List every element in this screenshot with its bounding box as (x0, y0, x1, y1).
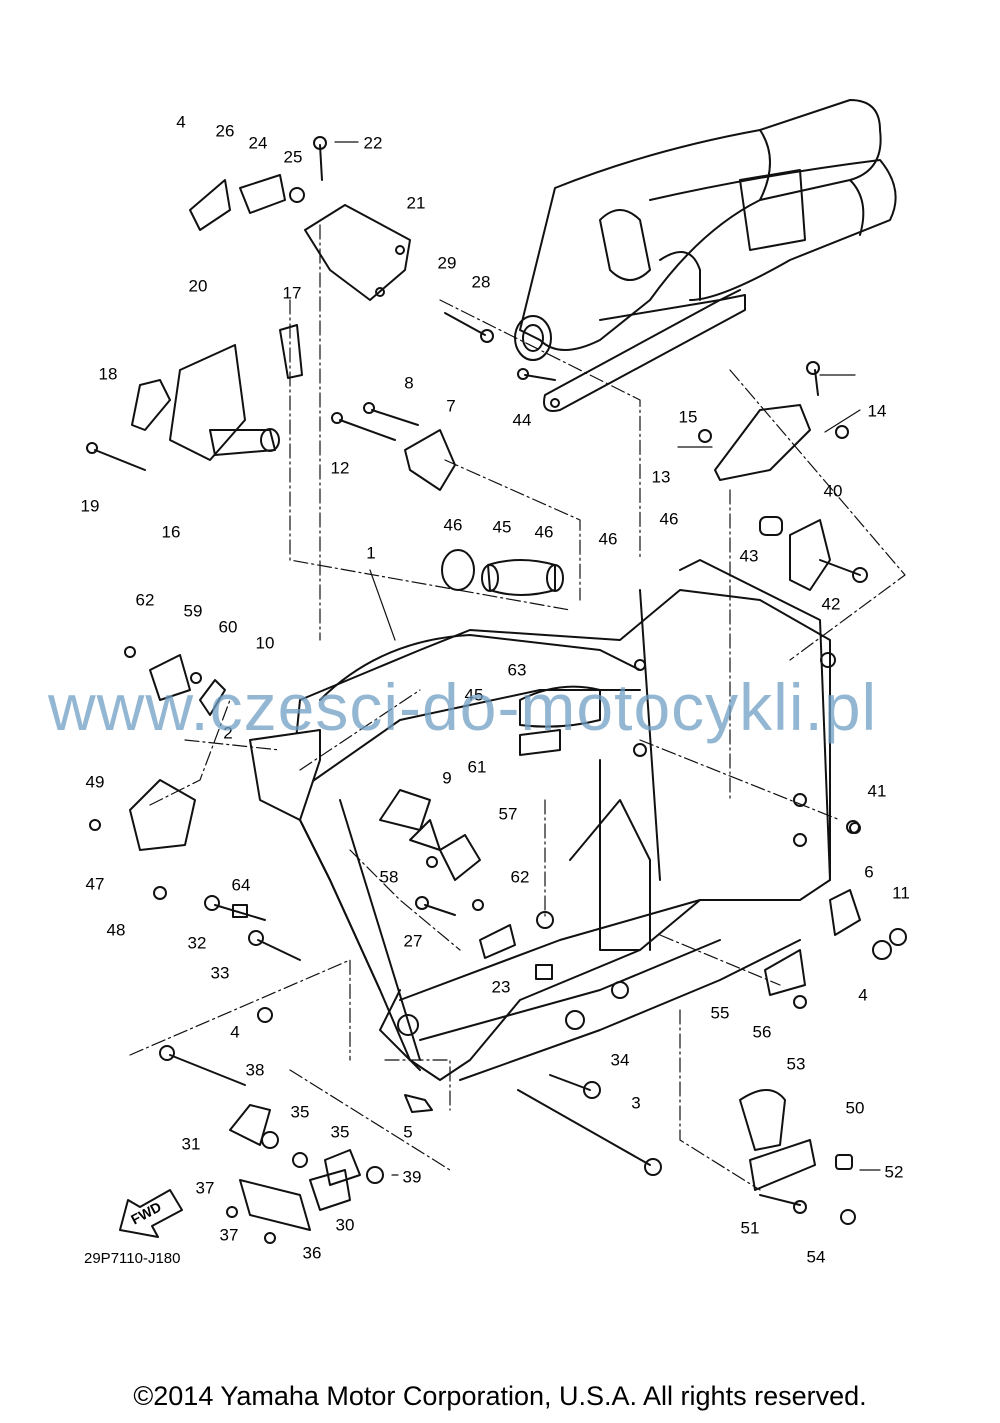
main-frame (249, 559, 836, 1081)
callout-label: 37 (219, 1225, 239, 1245)
callout-label: 11 (892, 883, 910, 903)
callout-label: 46 (443, 515, 463, 535)
callout-label: 58 (379, 867, 399, 887)
callout-label: 63 (507, 660, 527, 680)
callout-label: 28 (471, 272, 491, 292)
callout-label: 31 (181, 1134, 201, 1154)
callout-label: 36 (302, 1243, 322, 1263)
fwd-arrow (119, 1189, 183, 1238)
muffler-assembly (514, 99, 897, 412)
callout-label: 57 (498, 804, 518, 824)
callout-label: 44 (512, 410, 532, 430)
callout-label: 4 (858, 985, 868, 1005)
callout-label: 2 (223, 723, 233, 743)
callout-label: 60 (218, 617, 238, 637)
callout-label: 23 (491, 977, 511, 997)
callout-label: 50 (845, 1098, 865, 1118)
exploded-parts (86, 136, 907, 1244)
callout-label: 19 (80, 496, 100, 516)
callout-label: 18 (98, 364, 118, 384)
callout-label: 56 (752, 1022, 772, 1042)
callout-label: 32 (187, 933, 207, 953)
callout-label: 54 (806, 1247, 826, 1267)
callout-label: 22 (363, 133, 383, 153)
callout-label: 42 (821, 594, 841, 614)
drawing-code: 29P7110-J180 (84, 1250, 181, 1267)
callout-label: 4 (230, 1022, 240, 1042)
callout-label: 29 (437, 253, 457, 273)
callout-label: 6 (864, 862, 874, 882)
callout-label: 53 (786, 1054, 806, 1074)
callout-label: 26 (215, 121, 235, 141)
callout-label: 43 (739, 546, 759, 566)
callout-label: 34 (610, 1050, 630, 1070)
callout-label: 17 (282, 283, 302, 303)
copyright: ©2014 Yamaha Motor Corporation, U.S.A. A… (133, 1381, 867, 1411)
callout-label: 7 (446, 396, 456, 416)
callout-label: 59 (183, 601, 203, 621)
callout-label: 45 (492, 517, 512, 537)
callout-label: 49 (85, 772, 105, 792)
leader-lines (129, 224, 906, 1191)
callout-pointers (334, 141, 881, 1176)
callout-label: 15 (678, 407, 698, 427)
callout-label: 46 (534, 522, 554, 542)
callout-label: 27 (403, 931, 423, 951)
callout-label: 45 (464, 685, 484, 705)
callout-label: 35 (290, 1102, 310, 1122)
callout-label: 10 (255, 633, 275, 653)
callout-label: 8 (404, 373, 414, 393)
callout-label: 9 (442, 768, 452, 788)
callout-label: 3 (631, 1093, 641, 1113)
callout-label: 5 (403, 1122, 413, 1142)
watermark: www.czesci-do-motocykli.pl (48, 670, 878, 744)
callout-label: 64 (231, 875, 251, 895)
callout-label: 25 (283, 147, 303, 167)
callout-label: 38 (245, 1060, 265, 1080)
callout-label: 55 (710, 1003, 730, 1023)
callout-label: 52 (884, 1162, 904, 1182)
callout-label: 21 (406, 193, 426, 213)
callout-label: 40 (823, 481, 843, 501)
callout-label: 61 (467, 757, 487, 777)
callout-label: 37 (195, 1178, 215, 1198)
callout-label: 39 (402, 1167, 422, 1187)
callout-label: 16 (161, 522, 181, 542)
callout-label: 13 (651, 467, 671, 487)
callout-label: 35 (330, 1122, 350, 1142)
callout-label: 51 (740, 1218, 760, 1238)
callout-label: 62 (135, 590, 155, 610)
callout-label: 1 (366, 543, 376, 563)
callout-label: 47 (85, 874, 105, 894)
callout-label: 46 (598, 529, 618, 549)
callout-label: 41 (867, 781, 887, 801)
callout-label: 30 (335, 1215, 355, 1235)
callout-label: 46 (659, 509, 679, 529)
callout-label: 4 (176, 112, 186, 132)
callout-label: 12 (330, 458, 350, 478)
callout-label: 14 (867, 401, 887, 421)
callout-label: 24 (248, 133, 268, 153)
callout-label: 20 (188, 276, 208, 296)
callout-label: 62 (510, 867, 530, 887)
callout-label: 48 (106, 920, 126, 940)
callout-label: 33 (210, 963, 230, 983)
